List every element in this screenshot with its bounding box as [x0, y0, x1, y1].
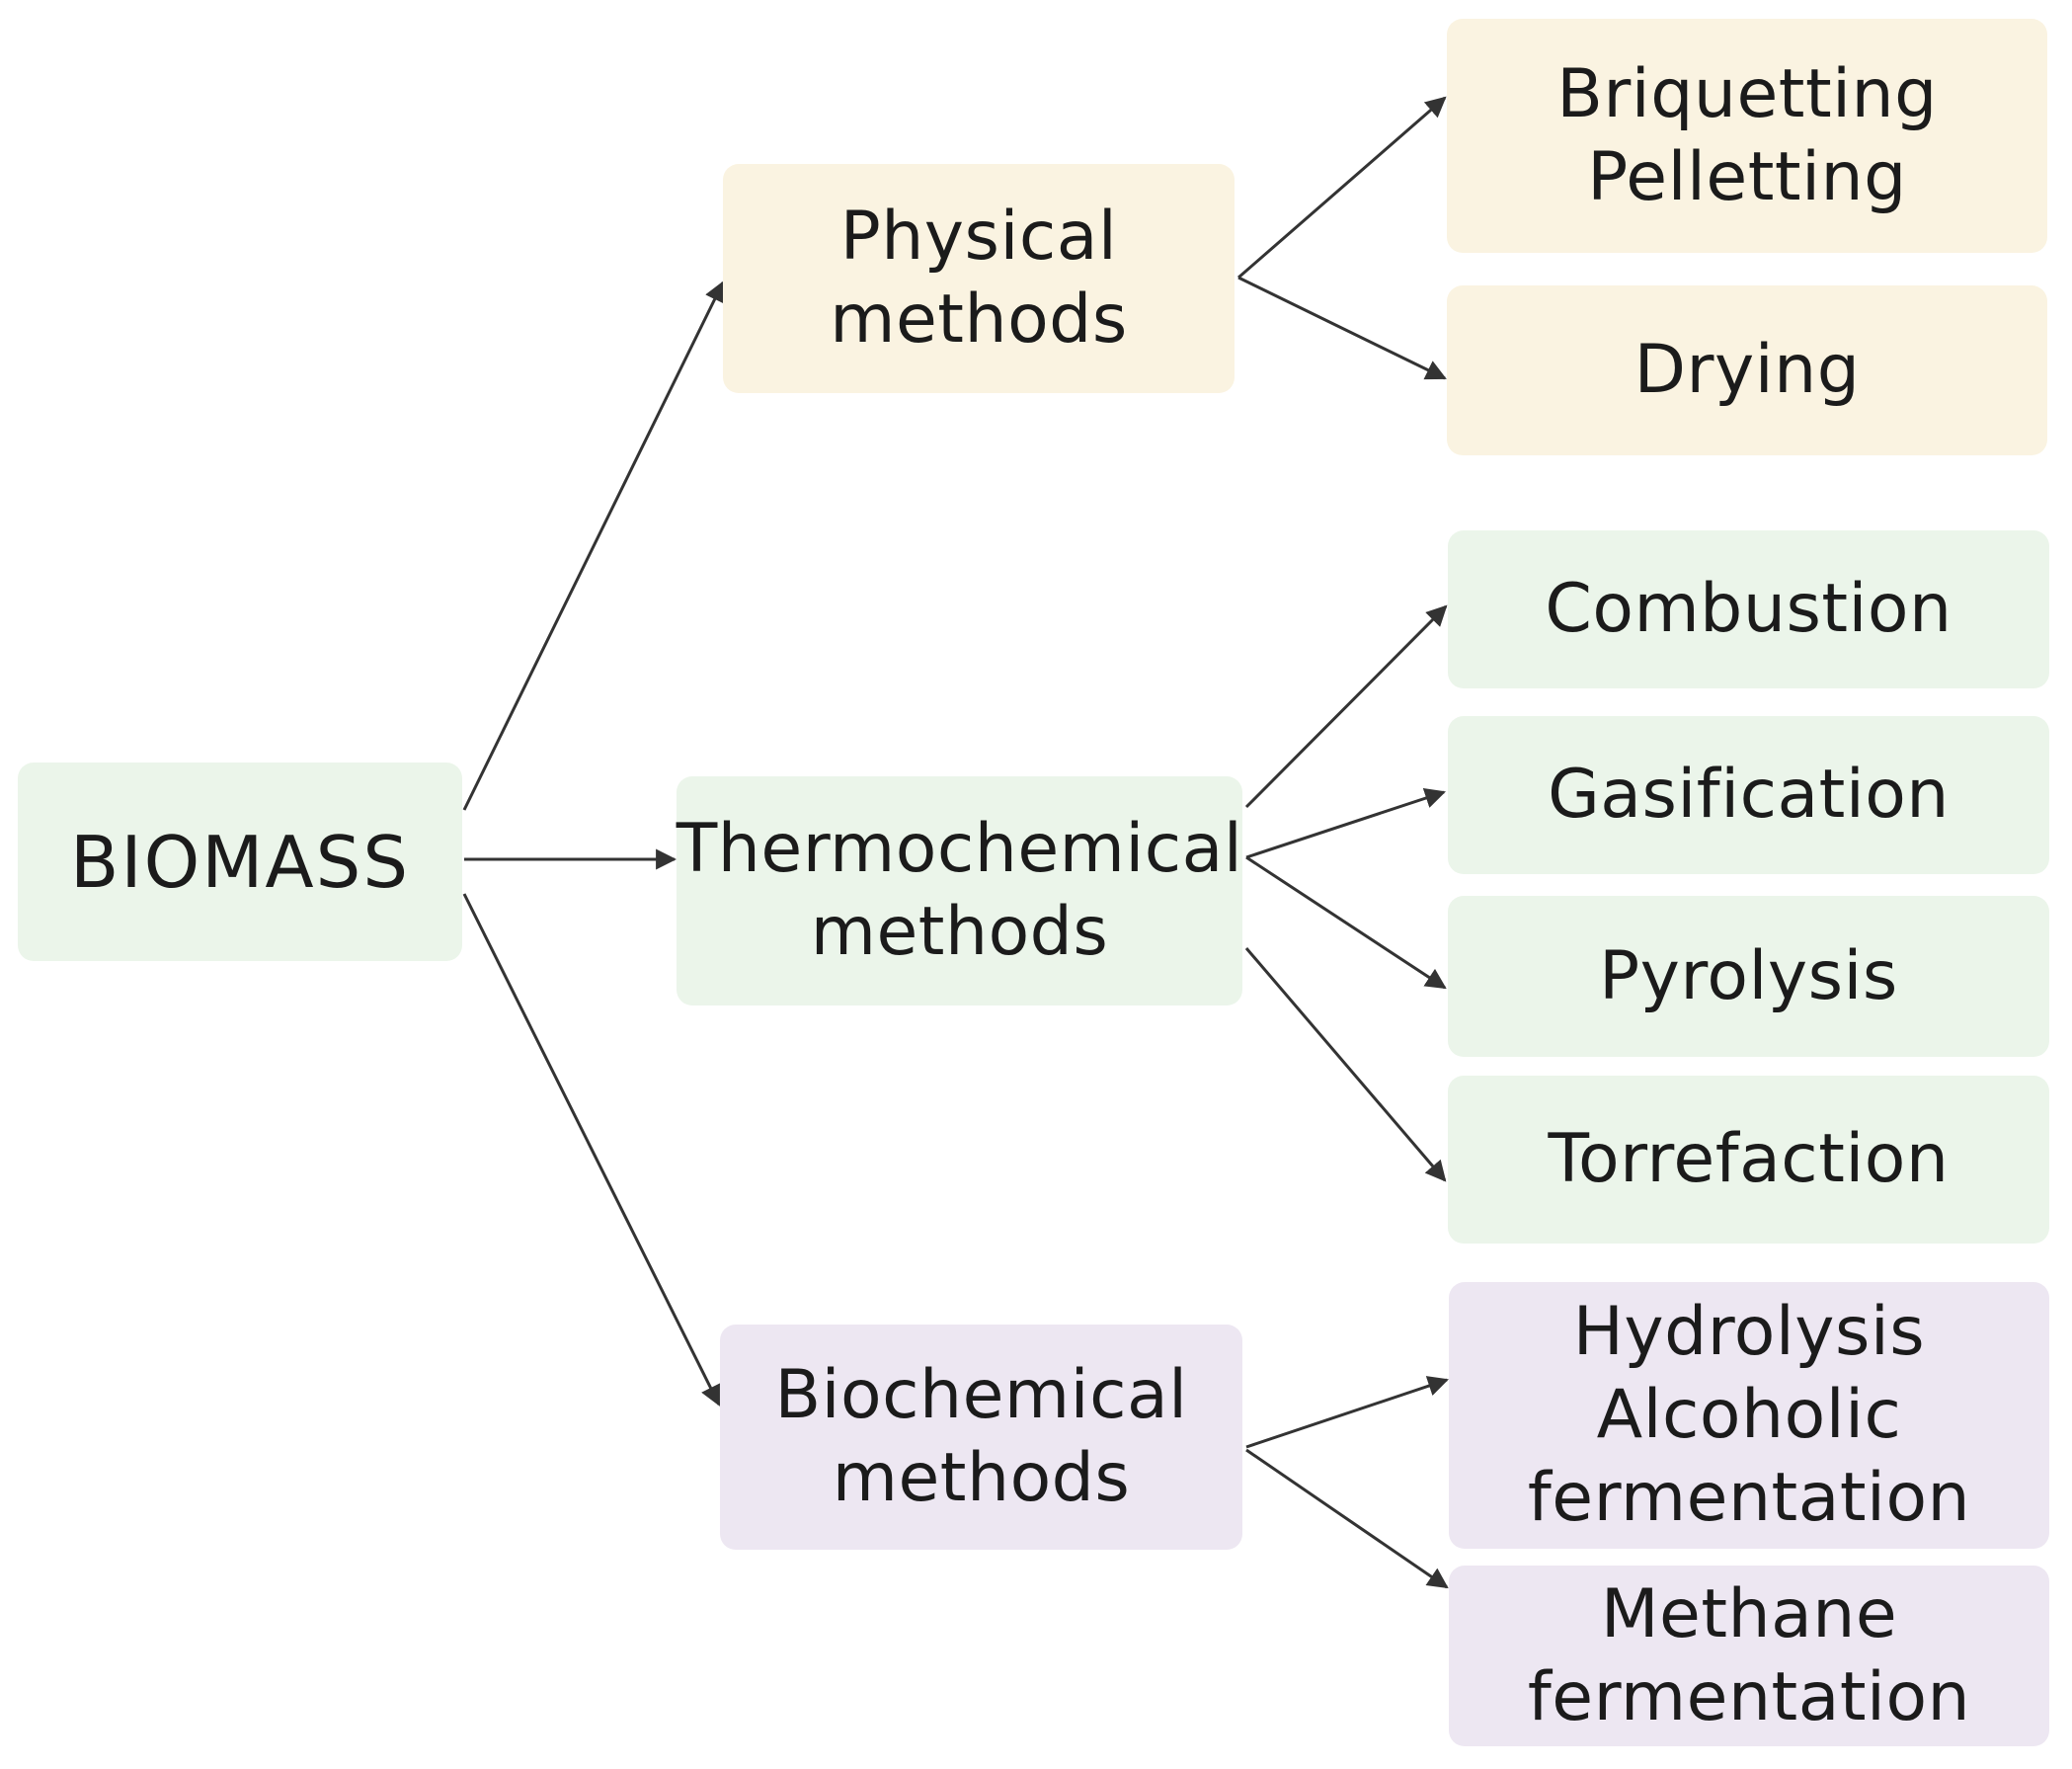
- physical-methods-label-line-1: Physical: [839, 198, 1118, 276]
- drying-label: Drying: [1634, 331, 1861, 409]
- arrow-thermochemical-to-pyrolysis: [1245, 855, 1447, 990]
- biomass-label: BIOMASS: [69, 820, 411, 904]
- arrow-biomass-to-physical: [462, 281, 725, 811]
- gasification-label: Gasification: [1548, 756, 1950, 834]
- physical-methods-label-line-2: methods: [830, 281, 1128, 359]
- arrow-biochemical-to-methane: [1245, 1448, 1449, 1589]
- arrow-physical-to-briquetting: [1237, 96, 1447, 280]
- hydrolysis-alcoholic-fermentation-node: Hydrolysis Alcoholic fermentation: [1449, 1282, 2049, 1549]
- arrow-biochemical-to-hydrolysis: [1245, 1376, 1449, 1449]
- torrefaction-node: Torrefaction: [1448, 1076, 2049, 1244]
- briquetting-pelletting-node: Briquetting Pelletting: [1447, 19, 2047, 253]
- thermochemical-methods-node: Thermochemical methods: [677, 776, 1242, 1005]
- thermochemical-methods-label-line-2: methods: [810, 893, 1109, 971]
- arrow-thermochemical-to-gasification: [1245, 787, 1446, 859]
- torrefaction-label: Torrefaction: [1548, 1120, 1950, 1198]
- physical-methods-node: Physical methods: [723, 164, 1235, 393]
- biomass-node: BIOMASS: [18, 763, 462, 961]
- pyrolysis-label: Pyrolysis: [1599, 936, 1898, 1015]
- combustion-node: Combustion: [1448, 530, 2049, 688]
- methane-fermentation-node: Methane fermentation: [1449, 1566, 2049, 1746]
- arrow-thermochemical-to-combustion: [1244, 604, 1448, 809]
- methane-label: Methane: [1600, 1574, 1898, 1653]
- arrow-biomass-to-biochemical: [462, 893, 721, 1407]
- briquetting-label: Briquetting: [1556, 54, 1938, 133]
- arrow-thermochemical-to-torrefaction: [1244, 947, 1447, 1182]
- biochemical-methods-label-line-2: methods: [832, 1439, 1131, 1517]
- methane-fermentation-label: fermentation: [1527, 1657, 1971, 1736]
- fermentation-label: fermentation: [1527, 1459, 1971, 1537]
- pyrolysis-node: Pyrolysis: [1448, 896, 2049, 1057]
- drying-node: Drying: [1447, 285, 2047, 455]
- biochemical-methods-label-line-1: Biochemical: [774, 1356, 1188, 1434]
- hydrolysis-label: Hydrolysis: [1572, 1293, 1926, 1371]
- alcoholic-label: Alcoholic: [1596, 1376, 1902, 1454]
- gasification-node: Gasification: [1448, 716, 2049, 874]
- biochemical-methods-node: Biochemical methods: [720, 1325, 1242, 1550]
- pelletting-label: Pelletting: [1587, 137, 1907, 216]
- arrow-physical-to-drying: [1237, 276, 1447, 380]
- thermochemical-methods-label-line-1: Thermochemical: [676, 810, 1243, 888]
- combustion-label: Combustion: [1545, 570, 1952, 648]
